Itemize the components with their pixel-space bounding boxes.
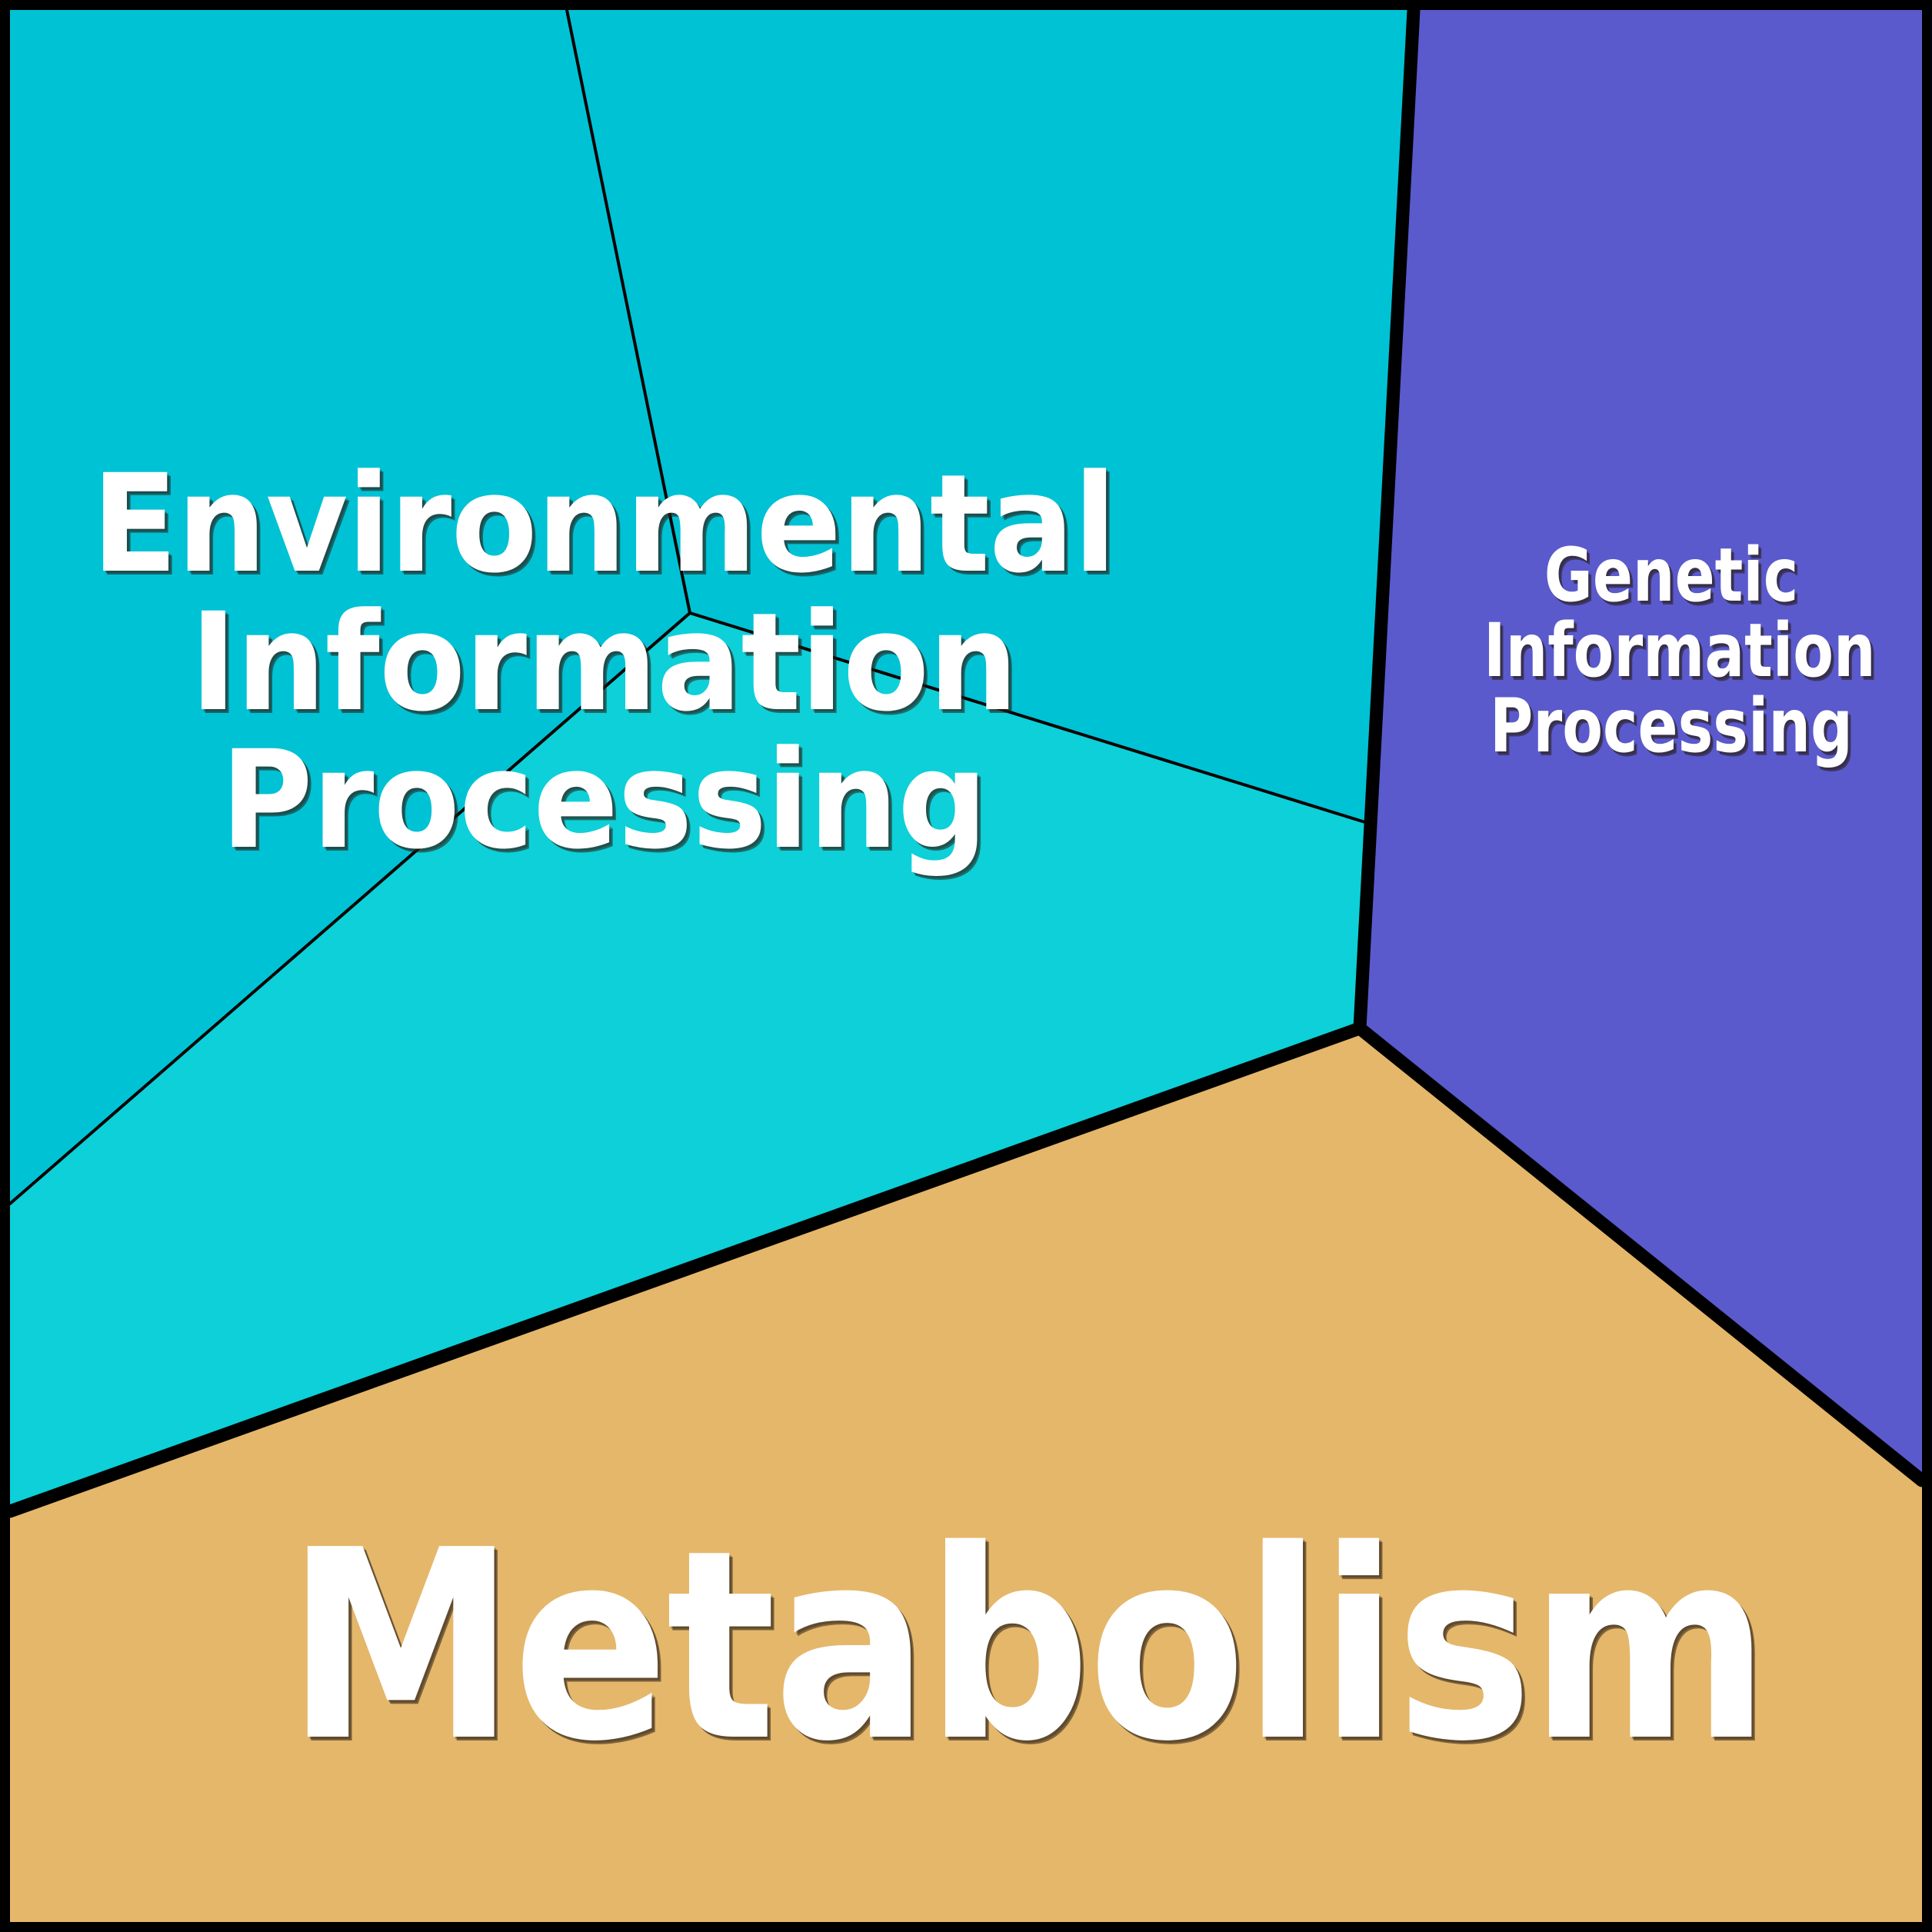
subcell-edge-top <box>565 8 691 615</box>
group-edge-cyan-purple <box>1353 3 1421 1035</box>
group-edge-purple-tan <box>1353 1021 1929 1487</box>
cell-metabolism[interactable] <box>10 1028 1922 1922</box>
cell-genetic-information-processing[interactable] <box>1360 10 1922 1481</box>
group-edge-cyan-tan <box>3 1021 1367 1518</box>
subcell-edge-right <box>688 611 1369 824</box>
cell-environmental-subcell[interactable] <box>10 613 1367 1511</box>
subcell-edge-left <box>8 611 691 1205</box>
cell-environmental-information-processing[interactable] <box>10 10 1414 823</box>
cell-environmental-information-processing-lower[interactable] <box>10 10 690 1204</box>
